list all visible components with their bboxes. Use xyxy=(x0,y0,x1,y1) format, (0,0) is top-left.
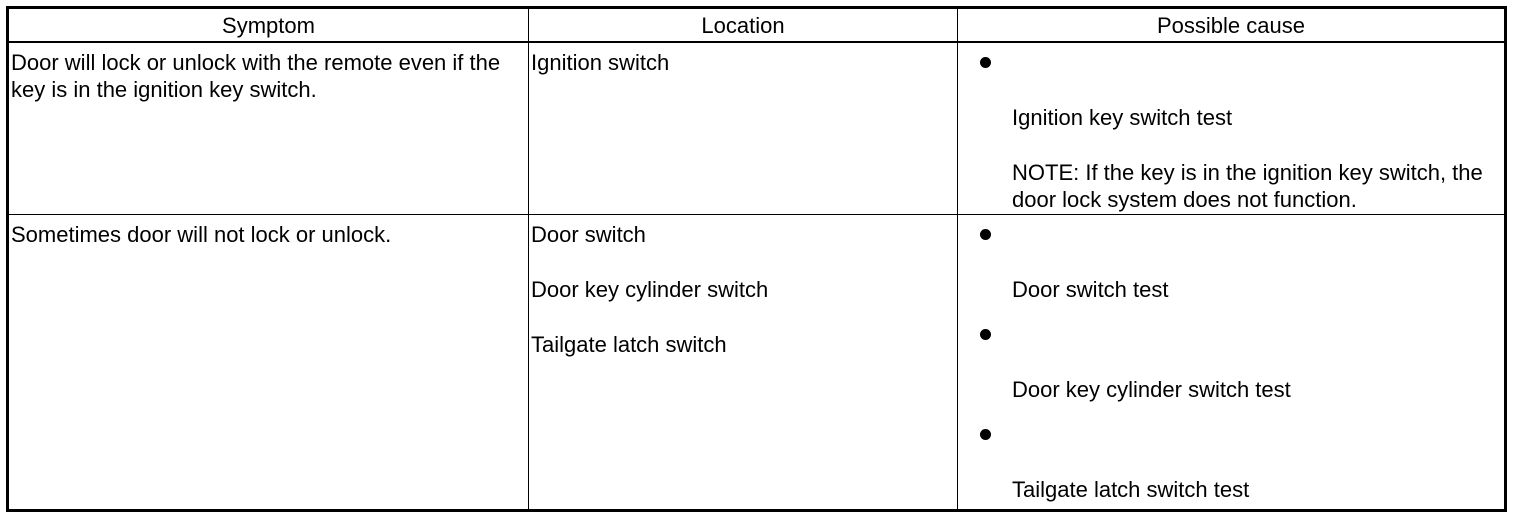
header-location: Location xyxy=(529,9,958,43)
row1-cause-note: NOTE: If the key is in the ignition key … xyxy=(1012,160,1483,212)
row2-cause-item-3: Tailgate latch switch test xyxy=(980,429,1504,503)
row2-cause-item-2: Door key cylinder switch test xyxy=(980,329,1504,403)
row2-cause-text-1: Door switch test xyxy=(1012,277,1169,302)
header-symptom: Symptom xyxy=(9,9,529,43)
row1-location: Ignition switch xyxy=(529,43,958,215)
row1-symptom: Door will lock or unlock with the remote… xyxy=(9,43,529,215)
row2-cause-text-2: Door key cylinder switch test xyxy=(1012,377,1291,402)
row1-cause-text: Ignition key switch test xyxy=(1012,105,1233,130)
row2-location-item-1: Door switch xyxy=(531,222,646,247)
row2-possible-cause: Door switch test Door key cylinder switc… xyxy=(958,215,1504,509)
row1-possible-cause: Ignition key switch test NOTE: If the ke… xyxy=(958,43,1504,215)
bullet-icon xyxy=(980,329,991,340)
row2-symptom: Sometimes door will not lock or unlock. xyxy=(9,215,529,509)
row2-location-item-2: Door key cylinder switch xyxy=(531,277,769,302)
row2-cause-item-1: Door switch test xyxy=(980,229,1504,303)
diagnosis-table: Symptom Location Possible cause Door wil… xyxy=(6,6,1507,512)
row2-location: Door switch Door key cylinder switch Tai… xyxy=(529,215,958,509)
bullet-icon xyxy=(980,429,991,440)
bullet-icon xyxy=(980,229,991,240)
row1-location-item: Ignition switch xyxy=(531,50,670,75)
row1-cause-item: Ignition key switch test NOTE: If the ke… xyxy=(980,57,1504,213)
header-possible-cause: Possible cause xyxy=(958,9,1504,43)
row2-cause-text-3: Tailgate latch switch test xyxy=(1012,477,1250,502)
row2-location-item-3: Tailgate latch switch xyxy=(531,332,727,357)
bullet-icon xyxy=(980,57,991,68)
